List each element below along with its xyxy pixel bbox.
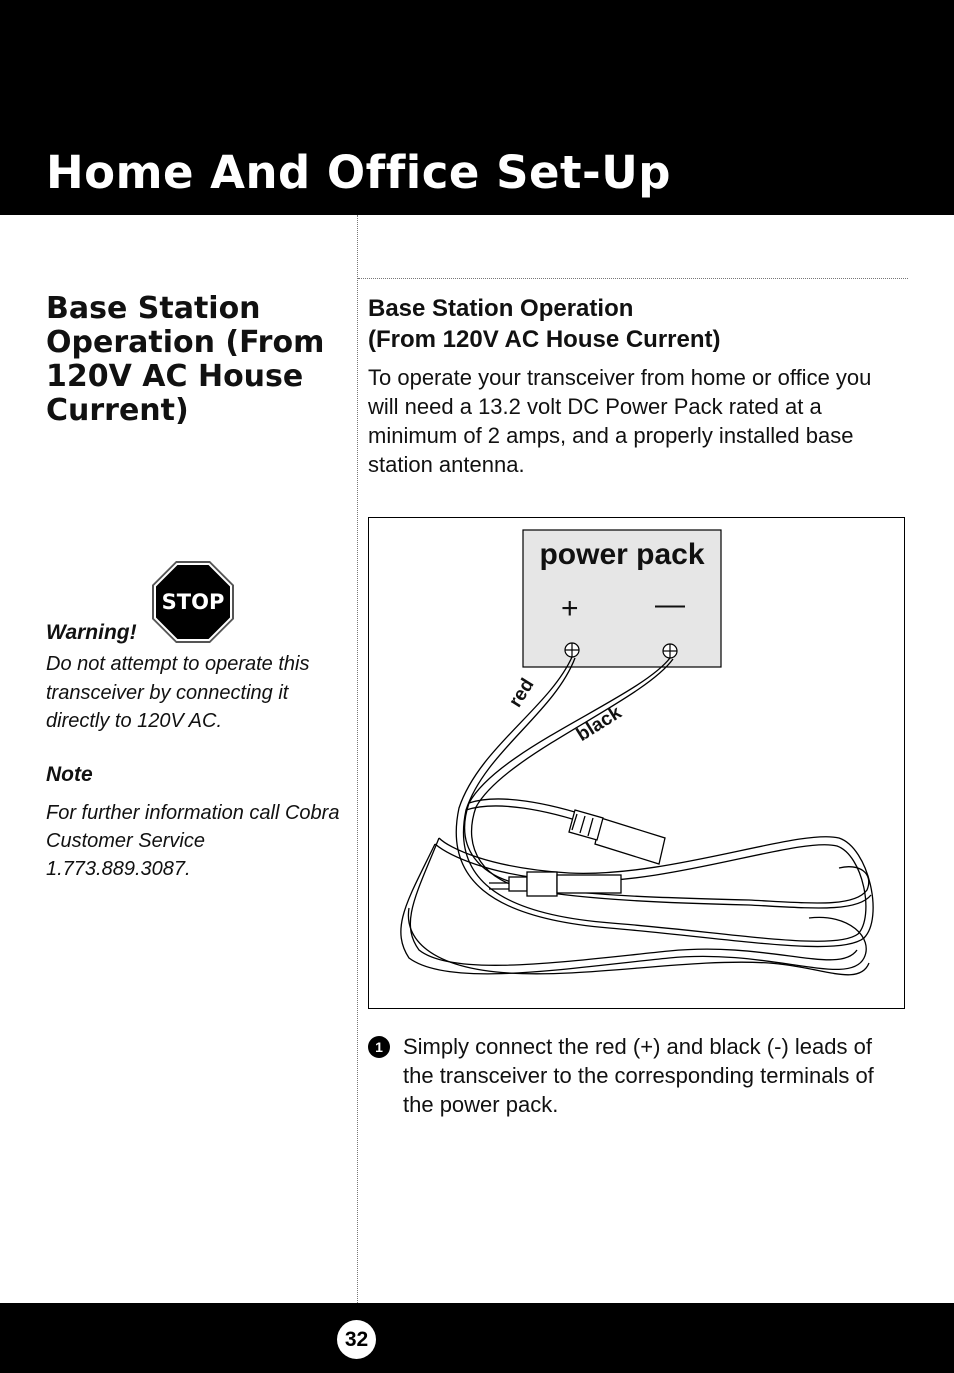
power-pack-figure: power pack + — red black <box>368 517 905 1009</box>
header-band: Home And Office Set-Up <box>0 0 954 215</box>
step-number-badge: 1 <box>368 1036 390 1058</box>
positive-terminal-icon <box>564 642 580 658</box>
section-heading: Base Station Operation (From 120V AC Hou… <box>368 293 908 355</box>
page-title: Home And Office Set-Up <box>46 146 671 199</box>
power-pack-label: power pack <box>539 538 705 571</box>
stop-sign-text: STOP <box>162 590 225 614</box>
warning-text: Do not attempt to operate this transceiv… <box>46 653 310 732</box>
note-text: For further information call Cobra Custo… <box>46 802 340 880</box>
section-rule <box>358 278 908 279</box>
column-divider <box>357 215 358 1303</box>
negative-symbol: — <box>655 588 685 621</box>
power-cord-illustration <box>400 529 874 976</box>
intro-paragraph: To operate your transceiver from home or… <box>368 365 872 477</box>
step-text: Simply connect the red (+) and black (-)… <box>403 1034 874 1117</box>
cord-plug-icon <box>508 809 666 897</box>
sidebar-heading: Base Station Operation (From 120V AC Hou… <box>46 291 325 428</box>
footer-band <box>0 1303 954 1373</box>
note-label: Note <box>46 763 93 786</box>
stop-sign-icon: STOP <box>152 561 234 643</box>
power-pack-box <box>522 529 722 668</box>
positive-symbol: + <box>561 592 579 625</box>
page-number: 32 <box>337 1320 376 1359</box>
warning-label: Warning! <box>46 621 137 644</box>
negative-terminal-icon <box>662 643 678 659</box>
section-heading-line1: Base Station Operation <box>368 295 634 322</box>
section-heading-line2: (From 120V AC House Current) <box>368 326 721 353</box>
power-cord-icon <box>400 656 874 976</box>
